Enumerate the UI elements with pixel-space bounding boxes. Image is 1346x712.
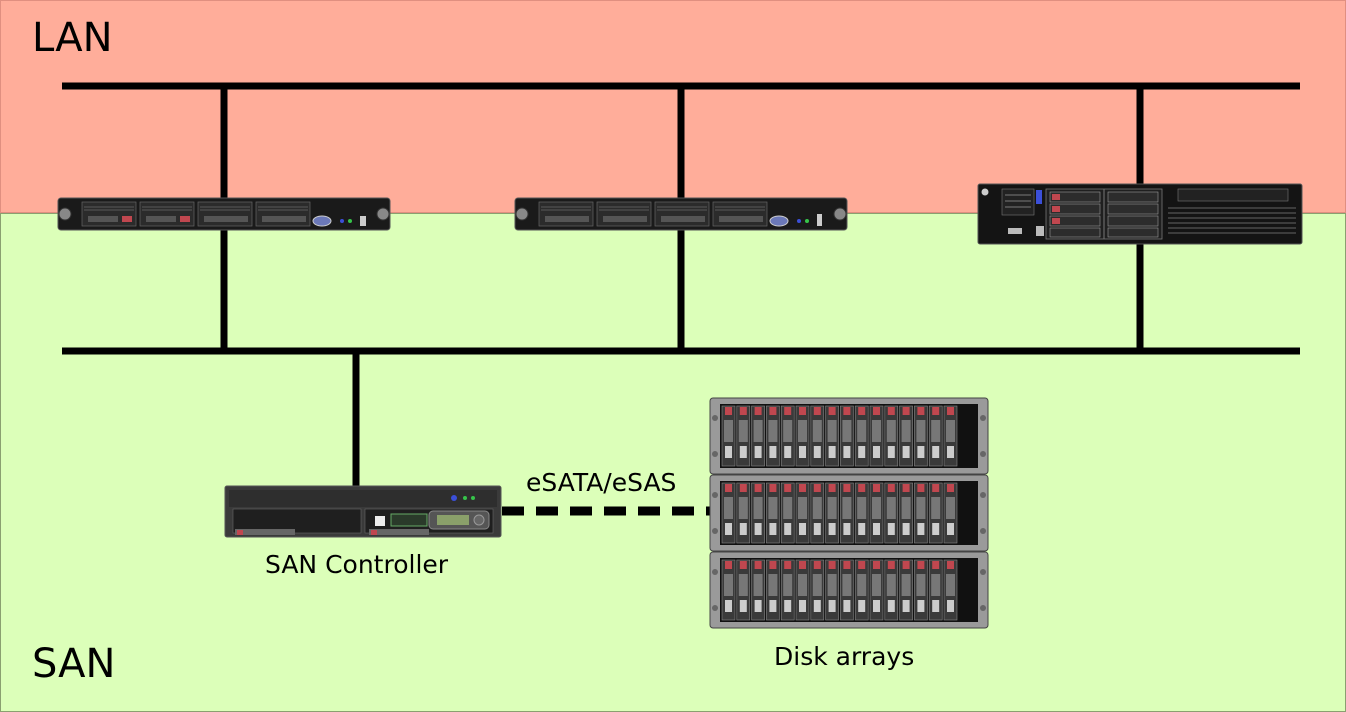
disk-array-enclosure xyxy=(709,397,989,475)
server-3 xyxy=(977,183,1303,245)
disk-drive xyxy=(751,405,765,467)
disk-drive xyxy=(928,482,943,544)
disk-drive xyxy=(928,405,943,467)
disk-drive xyxy=(899,405,913,467)
disk-drive xyxy=(928,559,943,621)
disk-arrays-label: Disk arrays xyxy=(774,642,915,671)
disk-drive xyxy=(899,559,913,621)
server-1 xyxy=(57,197,391,231)
disk-drive xyxy=(766,405,780,467)
disk-drive xyxy=(810,559,825,621)
disk-drive xyxy=(943,482,958,544)
disk-drive xyxy=(780,482,795,544)
disk-drive xyxy=(825,559,839,621)
disk-drive xyxy=(795,559,810,621)
disk-arrays xyxy=(709,397,989,629)
disk-drive xyxy=(884,482,899,544)
disk-drive xyxy=(795,405,810,467)
disk-drive xyxy=(884,405,899,467)
san-controller xyxy=(224,485,502,538)
disk-drive xyxy=(736,405,751,467)
disk-drive xyxy=(869,559,884,621)
disk-drive xyxy=(854,559,869,621)
disk-drive xyxy=(780,405,795,467)
san-label: SAN xyxy=(32,641,116,687)
disk-drive xyxy=(795,482,810,544)
disk-drive xyxy=(825,482,839,544)
disk-drive xyxy=(943,405,958,467)
disk-drive xyxy=(810,482,825,544)
disk-drive xyxy=(914,559,928,621)
disk-drive xyxy=(884,559,899,621)
disk-drive xyxy=(766,559,780,621)
esata-link-label: eSATA/eSAS xyxy=(526,468,677,497)
disk-drive xyxy=(840,405,854,467)
disk-drive xyxy=(854,482,869,544)
disk-drive xyxy=(943,559,958,621)
san-controller-label: SAN Controller xyxy=(265,550,449,579)
disk-drive xyxy=(721,559,736,621)
disk-drive xyxy=(721,405,736,467)
disk-drive xyxy=(736,559,751,621)
disk-drive xyxy=(736,482,751,544)
disk-drive xyxy=(854,405,869,467)
disk-drive xyxy=(721,482,736,544)
disk-drive xyxy=(825,405,839,467)
disk-drive xyxy=(840,482,854,544)
disk-drive xyxy=(914,405,928,467)
disk-drive xyxy=(810,405,825,467)
disk-drive xyxy=(914,482,928,544)
lan-label: LAN xyxy=(32,15,113,61)
disk-drive xyxy=(869,482,884,544)
disk-drive xyxy=(899,482,913,544)
server-2 xyxy=(514,197,848,231)
disk-array-enclosure xyxy=(709,474,989,552)
disk-drive xyxy=(766,482,780,544)
disk-drive xyxy=(780,559,795,621)
disk-drive xyxy=(840,559,854,621)
disk-drive xyxy=(869,405,884,467)
disk-drive xyxy=(751,482,765,544)
disk-drive xyxy=(751,559,765,621)
disk-array-enclosure xyxy=(709,551,989,629)
